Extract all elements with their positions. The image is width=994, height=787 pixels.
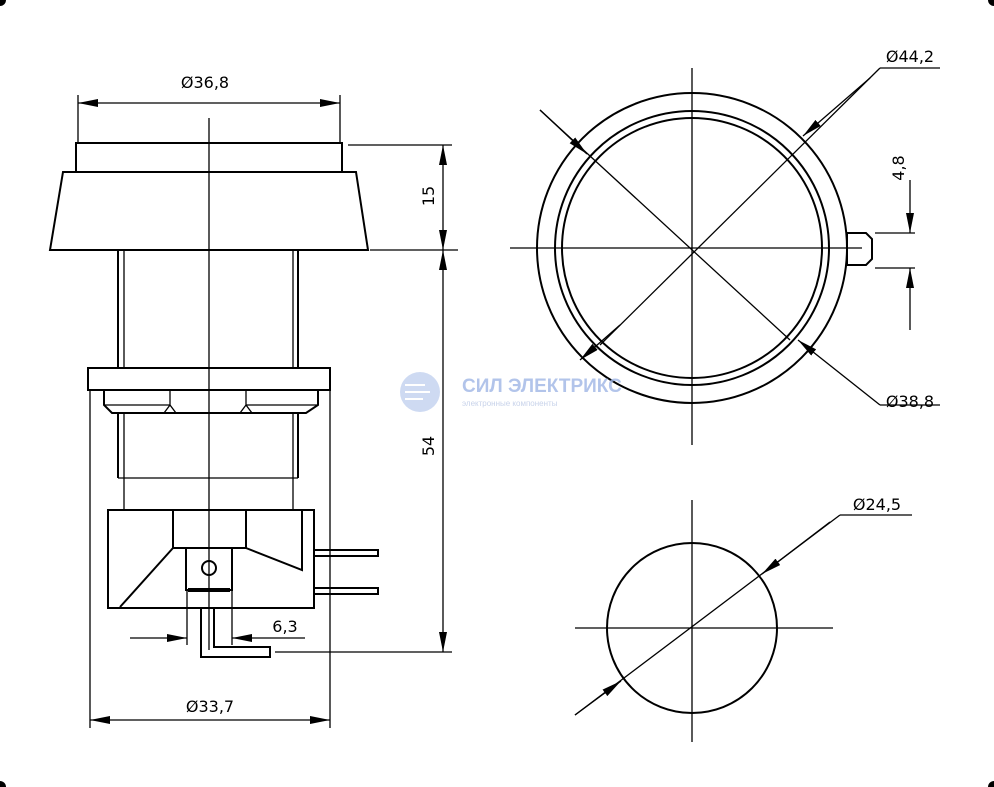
label-body-length: 54	[419, 436, 438, 456]
dimension-body-length: 54	[419, 250, 447, 652]
label-inner-diameter: Ø38,8	[886, 392, 934, 411]
dimension-nut-diameter: Ø33,7	[90, 697, 330, 724]
watermark-brand: СИЛ ЭЛЕКТРИКС	[462, 376, 622, 397]
dimension-cap-height: 15	[419, 145, 447, 250]
panel-cutout-view: Ø24,5	[574, 495, 912, 742]
dimension-cap-diameter: Ø36,8	[78, 73, 340, 107]
dimension-terminal-width: 6,3	[130, 617, 305, 642]
label-cap-diameter: Ø36,8	[181, 73, 229, 92]
label-cap-height: 15	[419, 186, 438, 206]
label-nut-diameter: Ø33,7	[186, 697, 234, 716]
label-tab-width: 4,8	[889, 155, 908, 180]
front-view: Ø44,2 Ø38,8 4,8	[510, 47, 940, 445]
label-cutout-diameter: Ø24,5	[853, 495, 901, 514]
label-terminal-width: 6,3	[272, 617, 297, 636]
label-outer-diameter: Ø44,2	[886, 47, 934, 66]
watermark-tagline: электронные компоненты	[462, 399, 558, 408]
watermark-logo	[400, 372, 440, 412]
side-view	[48, 95, 458, 728]
